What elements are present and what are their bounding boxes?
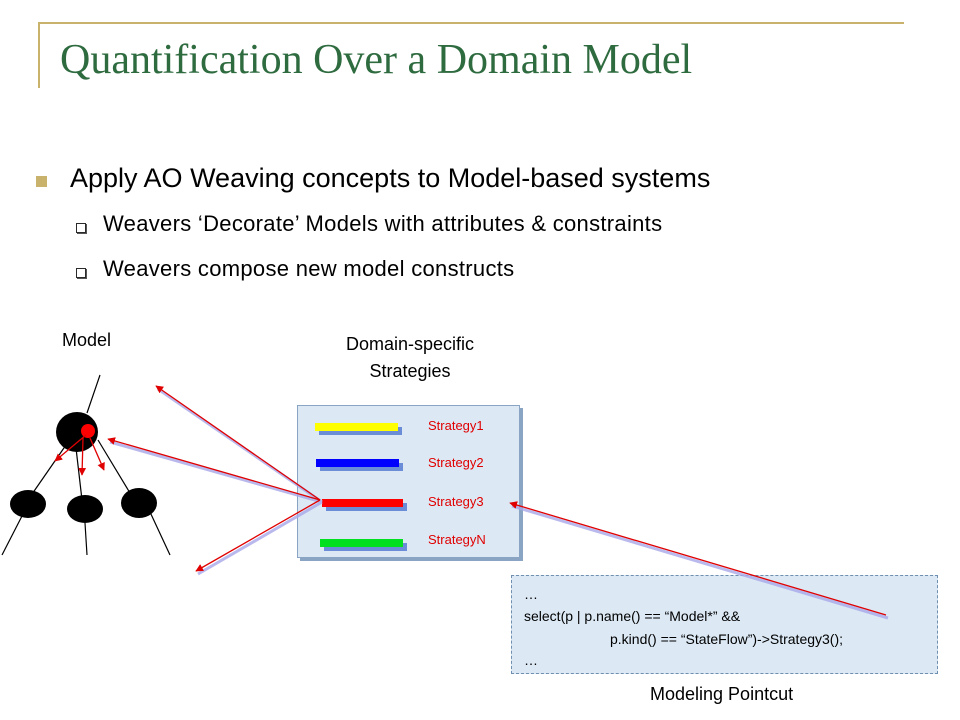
strategy-3-bar[interactable] [322,499,407,511]
strategy-1-label: Strategy1 [428,418,484,433]
model-child-node-1[interactable] [10,490,46,518]
strategies-heading-line2: Strategies [369,361,451,381]
strategy-1-bar[interactable] [315,423,402,435]
strategy-3-label: Strategy3 [428,494,484,509]
weaving-arrows [107,385,887,616]
model-label: Model [62,330,112,350]
title-frame-top-rule [38,22,904,24]
hollow-square-bullet-icon [76,268,86,278]
model-child-node-2[interactable] [67,495,103,523]
pointcut-code-line-3: p.kind() == “StateFlow”)->Strategy3(); [610,631,844,647]
square-bullet-icon [36,176,47,187]
pointcut-code-line-2: select(p | p.name() == “Model*” && [524,608,741,624]
woven-joinpoint-marker [81,424,95,438]
decoration-arrows [54,434,105,476]
strategy-2-label: Strategy2 [428,455,484,470]
bullet-sub-2: Weavers compose new model constructs [103,256,515,281]
model-tree-edges [1,374,171,556]
hollow-square-bullet-icon [76,223,86,233]
weaving-arrow-shadows [109,387,889,620]
title-frame-left-rule [38,22,40,88]
strategy-n-label: StrategyN [428,532,486,547]
pointcut-code-panel [511,575,938,674]
strategy-2-bar[interactable] [316,459,403,471]
bullet-main: Apply AO Weaving concepts to Model-based… [70,163,711,193]
slide-title: Quantification Over a Domain Model [60,37,693,83]
model-root-node[interactable] [56,412,98,452]
strategy-n-bar[interactable] [320,539,407,551]
strategies-heading-line1: Domain-specific [345,334,475,354]
pointcut-label: Modeling Pointcut [650,684,794,704]
pointcut-code-line-1: … [524,586,538,602]
pointcut-code-line-4: … [524,652,538,668]
bullet-sub-1: Weavers ‘Decorate’ Models with attribute… [103,211,663,236]
model-child-node-3[interactable] [121,488,157,518]
